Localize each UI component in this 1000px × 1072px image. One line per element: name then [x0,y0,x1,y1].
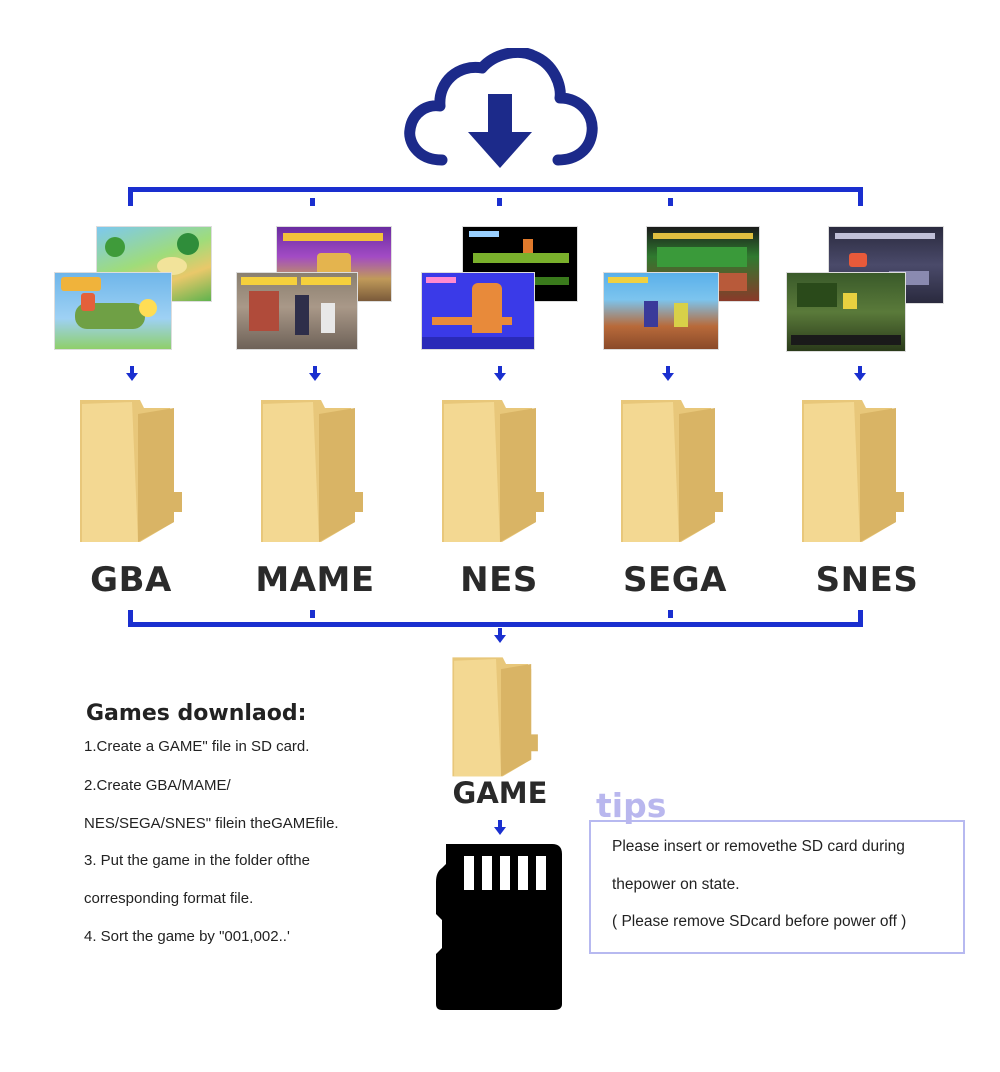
bottom-connector-tick [310,610,315,618]
down-arrow-icon [494,366,506,381]
down-arrow-icon [494,820,506,835]
top-connector-tick [310,198,315,206]
tips-heading: tips [596,786,667,825]
bottom-connector-tick [128,618,133,624]
tips-line: Please insert or removethe SD card durin… [612,838,905,855]
target-folder-label: GAME [452,776,548,810]
bottom-connector-tick [128,610,133,618]
instruction-line: 3. Put the game in the folder ofthe [84,852,310,869]
folder-icon [621,400,723,542]
sega-screenshot-front [603,272,719,350]
platform-label-nes: NES [460,560,538,600]
folder-icon [261,400,363,542]
bottom-connector-tick [858,610,863,618]
tips-box [589,820,965,954]
down-arrow-icon [126,366,138,381]
instruction-line: 1.Create a GAME" file in SD card. [84,738,310,755]
cloud-download-icon [404,48,598,168]
gba-screenshot-front [54,272,172,350]
top-connector-tick [128,192,133,201]
tips-line: ( Please remove SDcard before power off … [612,913,907,930]
platform-label-gba: GBA [90,560,172,600]
instruction-line: 2.Create GBA/MAME/ [84,777,231,794]
nes-screenshot-front [421,272,535,350]
instruction-line: 4. Sort the game by "001,002..' [84,928,290,945]
snes-screenshot-back [828,226,944,304]
instruction-line: NES/SEGA/SNES" filein theGAMEfile. [84,815,339,832]
mame-screenshot-front [236,272,358,350]
top-connector-bar [128,187,863,192]
bottom-connector-tick [858,618,863,624]
folder-icon [442,400,544,542]
top-connector-tick [128,198,133,206]
top-connector-tick [858,198,863,206]
top-connector-tick [858,192,863,201]
down-arrow-icon [494,628,506,643]
down-arrow-icon [662,366,674,381]
platform-label-snes: SNES [815,560,919,600]
bottom-connector-tick [668,610,673,618]
bottom-connector-bar [128,622,863,627]
folder-icon [802,400,904,542]
snes-screenshot-front [786,272,906,352]
tips-line: thepower on state. [612,876,740,893]
sd-card-icon [436,844,562,1010]
instructions-title: Games downlaod: [86,701,307,726]
platform-label-sega: SEGA [623,560,727,600]
top-connector-tick [497,198,502,206]
down-arrow-icon [309,366,321,381]
folder-icon [452,657,538,777]
down-arrow-icon [854,366,866,381]
top-connector-tick [668,198,673,206]
instruction-line: corresponding format file. [84,890,254,907]
folder-icon [80,400,182,542]
platform-label-mame: MAME [255,560,375,600]
